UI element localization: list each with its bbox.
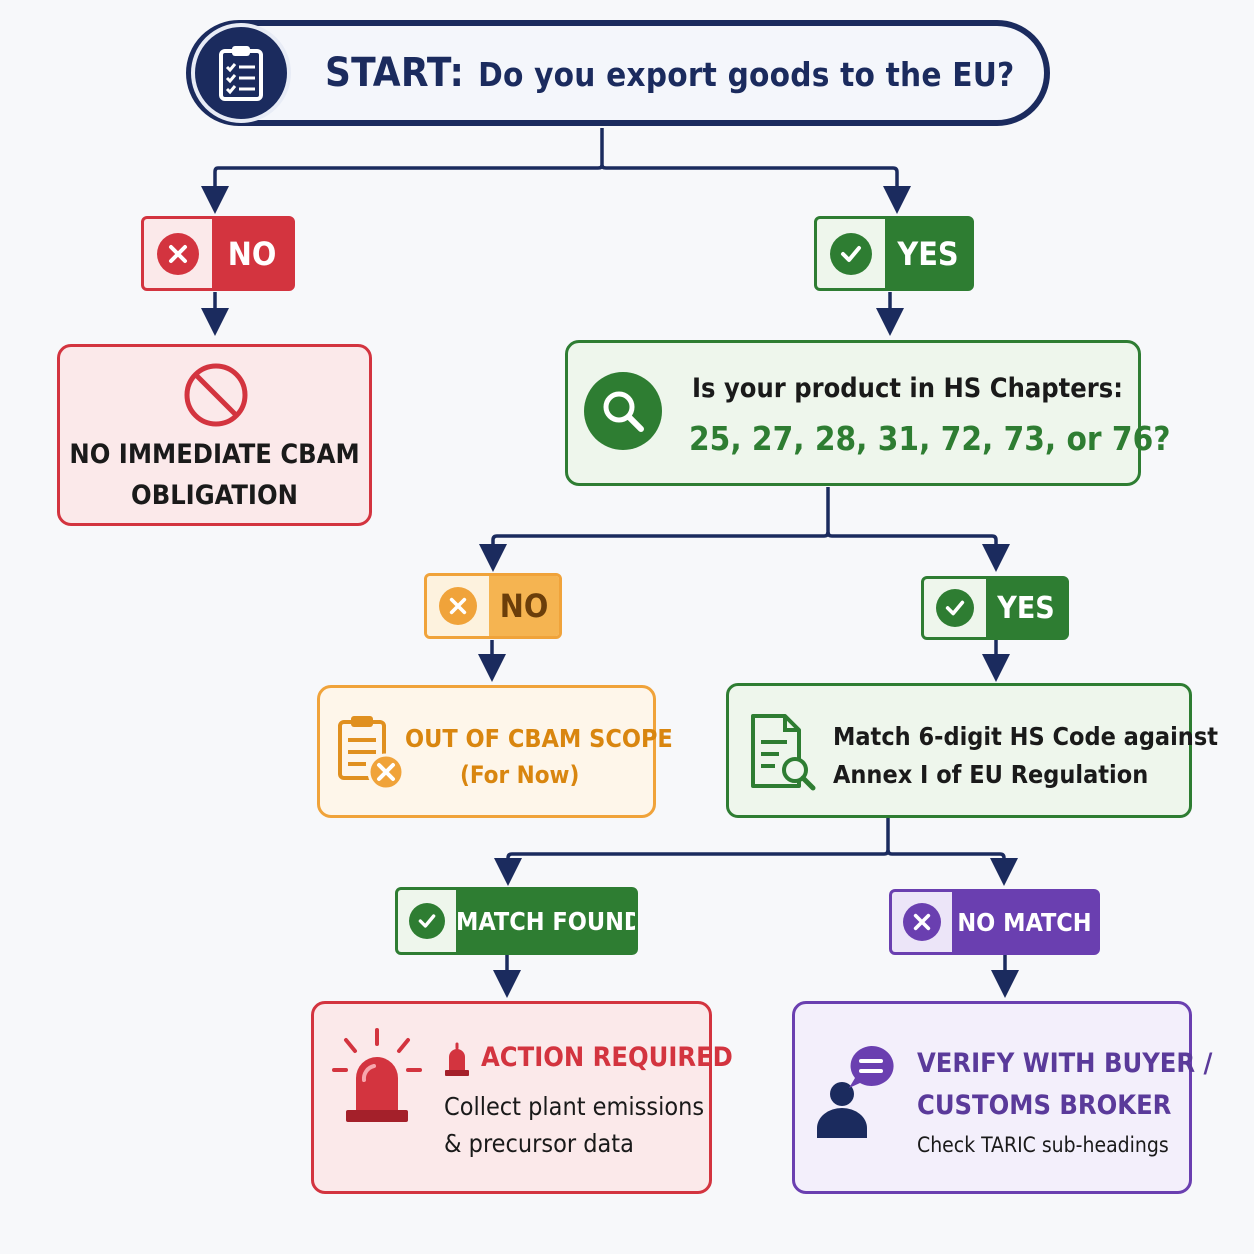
verify-sub: Check TARIC sub-headings bbox=[917, 1133, 1169, 1157]
siren-icon bbox=[332, 1028, 422, 1132]
connector-start-yes bbox=[600, 164, 911, 214]
connector-start-no bbox=[201, 128, 604, 214]
verify-title-line2: CUSTOMS BROKER bbox=[917, 1090, 1172, 1121]
clipboard-x-icon bbox=[336, 712, 408, 798]
magnifier-icon bbox=[584, 372, 662, 450]
hs-question-line2: 25, 27, 28, 31, 72, 73, or 76? bbox=[689, 419, 1171, 458]
no-match-tag: NO MATCH bbox=[889, 889, 1100, 955]
connector-hs-no bbox=[479, 487, 830, 572]
document-search-icon bbox=[749, 712, 821, 798]
check-circle-icon bbox=[830, 232, 872, 275]
action-line1: Collect plant emissions bbox=[444, 1092, 705, 1121]
connector-hs-yes bbox=[826, 531, 1010, 572]
no-obligation-box: NO IMMEDIATE CBAM OBLIGATION bbox=[57, 344, 372, 526]
eu-yes-label: YES bbox=[897, 234, 959, 273]
x-circle-icon bbox=[439, 587, 477, 625]
match-found-tag: MATCH FOUND bbox=[395, 887, 638, 955]
out-of-scope-line2: (For Now) bbox=[460, 761, 580, 789]
x-circle-icon bbox=[903, 903, 941, 941]
bell-alert-icon bbox=[442, 1042, 472, 1082]
hs-yes-label: YES bbox=[997, 590, 1055, 626]
hs-chapters-question-box: Is your product in HS Chapters: 25, 27, … bbox=[565, 340, 1170, 486]
verify-broker-box: VERIFY WITH BUYER / CUSTOMS BROKER Check… bbox=[792, 1001, 1212, 1194]
connector-match-found bbox=[494, 818, 890, 886]
prohibited-icon bbox=[183, 362, 249, 432]
no-match-label: NO MATCH bbox=[957, 907, 1092, 937]
verify-title-line1: VERIFY WITH BUYER / bbox=[917, 1048, 1213, 1079]
start-lead: START: bbox=[325, 50, 465, 96]
connector-no-match bbox=[886, 849, 1018, 886]
x-circle-icon bbox=[157, 232, 199, 275]
out-of-scope-box: OUT OF CBAM SCOPE (For Now) bbox=[317, 685, 673, 818]
action-required-box: ACTION REQUIRED Collect plant emissions … bbox=[311, 1001, 733, 1194]
eu-no-label: NO bbox=[227, 234, 277, 273]
no-obligation-line1: NO IMMEDIATE CBAM bbox=[69, 439, 360, 470]
start-question: Do you export goods to the EU? bbox=[478, 55, 1015, 94]
match-hs-code-box: Match 6-digit HS Code against Annex I of… bbox=[726, 683, 1218, 818]
start-question-box: START: Do you export goods to the EU? bbox=[186, 20, 1050, 126]
check-circle-icon bbox=[409, 903, 445, 939]
hs-no-tag: NO bbox=[424, 573, 562, 639]
match-step-line2: Annex I of EU Regulation bbox=[833, 760, 1149, 789]
no-obligation-line2: OBLIGATION bbox=[131, 480, 298, 511]
check-circle-icon bbox=[936, 589, 974, 627]
action-title: ACTION REQUIRED bbox=[481, 1042, 733, 1073]
person-chat-icon bbox=[809, 1042, 899, 1146]
eu-no-tag: NO bbox=[141, 216, 295, 291]
hs-no-label: NO bbox=[489, 576, 559, 636]
eu-yes-tag: YES bbox=[814, 216, 974, 291]
out-of-scope-line1: OUT OF CBAM SCOPE bbox=[405, 724, 673, 753]
action-line2: & precursor data bbox=[444, 1129, 634, 1158]
match-step-line1: Match 6-digit HS Code against bbox=[833, 722, 1218, 751]
start-question-text: START: Do you export goods to the EU? bbox=[325, 50, 1014, 96]
hs-question-line1: Is your product in HS Chapters: bbox=[692, 373, 1123, 404]
match-found-label: MATCH FOUND bbox=[456, 906, 638, 936]
clipboard-checklist-icon bbox=[191, 23, 291, 123]
hs-yes-tag: YES bbox=[921, 576, 1069, 640]
